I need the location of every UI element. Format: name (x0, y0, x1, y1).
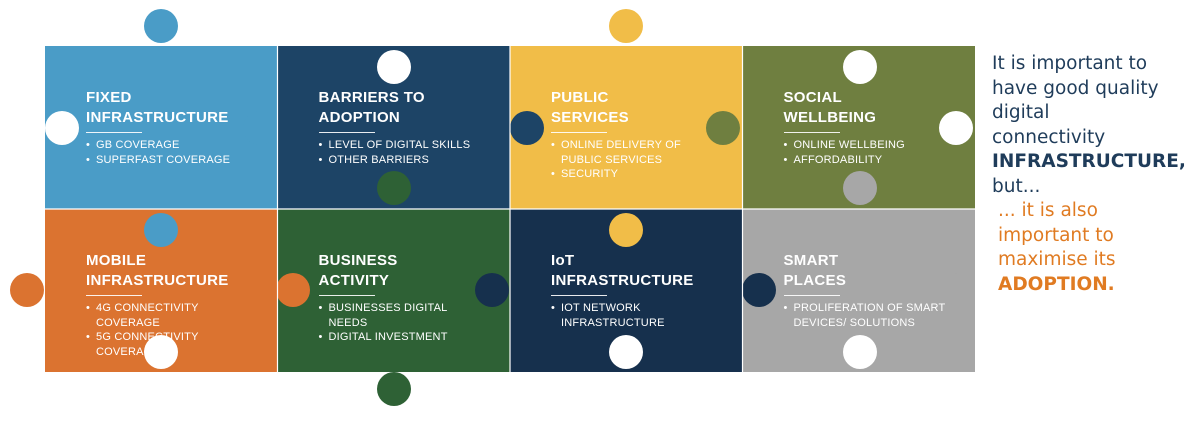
piece-title: SMART PLACES (784, 251, 954, 291)
piece-title-line: SMART (783, 252, 839, 269)
puzzle-connector (10, 273, 44, 307)
piece-title-line: BARRIERS TO (318, 89, 425, 106)
piece-text-iot-infrastructure: IoT INFRASTRUCTURE IOT NETWORK INFRASTRUCT… (551, 251, 721, 330)
list-item: PROLIFERATION OF SMART DEVICES/ SOLUTION… (784, 301, 954, 330)
piece-title-line: IoT (551, 252, 575, 269)
puzzle-connector (843, 171, 877, 205)
piece-divider (318, 295, 375, 296)
list-item: 4G CONNECTIVITY COVERAGE (86, 301, 256, 330)
list-item: IOT NETWORK INFRASTRUCTURE (551, 301, 721, 330)
piece-title-line: PLACES (783, 272, 847, 289)
piece-text-barriers-to-adoption: BARRIERS TO ADOPTION LEVEL OF DIGITAL SKIL… (318, 88, 489, 167)
message-line: have good quality (992, 77, 1159, 99)
piece-bullet-list: LEVEL OF DIGITAL SKILLSOTHER BARRIERS (319, 138, 489, 167)
puzzle-connector (144, 213, 178, 247)
message-line: maximise its (998, 249, 1116, 270)
piece-divider (86, 132, 142, 133)
piece-title-line: SERVICES (551, 109, 629, 126)
piece-title-line: INFRASTRUCTURE (86, 272, 229, 289)
puzzle-connector (377, 372, 411, 406)
puzzle-piece-public-services (510, 46, 743, 209)
message-text: It is important to have good quality dig… (992, 52, 1198, 297)
puzzle-connector (243, 111, 277, 145)
piece-text-smart-places: SMART PLACES PROLIFERATION OF SMART DEVICE… (783, 251, 954, 330)
list-item: SUPERFAST COVERAGE (86, 153, 256, 168)
message-line: ... it is also (998, 200, 1098, 221)
message-adoption-emphasis: ADOPTION. (998, 273, 1115, 295)
piece-title-line: WELLBEING (783, 109, 877, 126)
piece-text-public-services: PUBLIC SERVICES ONLINE DELIVERY OF PUBLIC … (551, 88, 721, 182)
piece-title: MOBILE INFRASTRUCTURE (86, 251, 256, 291)
piece-title-line: INFRASTRUCTURE (86, 109, 229, 126)
list-item: OTHER BARRIERS (319, 153, 489, 168)
list-item: 5G CONNECTIVITY COVERAGE (86, 330, 256, 359)
puzzle-connector (609, 335, 643, 369)
piece-bullet-list: IOT NETWORK INFRASTRUCTURE (551, 301, 721, 330)
puzzle-piece-business-activity (277, 209, 510, 372)
list-item: GB COVERAGE (86, 138, 256, 153)
puzzle-connector (609, 213, 643, 247)
piece-text-social-wellbeing: SOCIAL WELLBEING ONLINE WELLBEINGAFFORDABI… (783, 88, 954, 167)
piece-divider (551, 295, 607, 296)
piece-bullet-list: PROLIFERATION OF SMART DEVICES/ SOLUTION… (784, 301, 954, 330)
puzzle-connector (939, 273, 973, 307)
list-item: AFFORDABILITY (784, 153, 954, 168)
puzzle-connector (45, 111, 79, 145)
puzzle-piece-fixed-infrastructure (45, 46, 278, 209)
piece-bullet-list: ONLINE WELLBEINGAFFORDABILITY (784, 138, 954, 167)
list-item: LEVEL OF DIGITAL SKILLS (319, 138, 489, 153)
message-line: important to (998, 224, 1114, 246)
piece-divider (783, 295, 840, 296)
puzzle-connector (377, 171, 411, 205)
piece-title-line: ADOPTION (318, 109, 401, 126)
piece-bullet-list: BUSINESSES DIGITAL NEEDSDIGITAL INVESTME… (319, 301, 489, 345)
piece-title: FIXED INFRASTRUCTURE (86, 88, 256, 128)
message-line: digital (992, 102, 1050, 123)
puzzle-connector (939, 111, 973, 145)
piece-title-line: BUSINESS (318, 252, 398, 269)
piece-title-line: ACTIVITY (318, 272, 390, 289)
puzzle-connector (377, 50, 411, 84)
puzzle-connector (843, 335, 877, 369)
puzzle-connector (475, 273, 509, 307)
piece-divider (318, 132, 375, 133)
piece-title: IoT INFRASTRUCTURE (551, 251, 721, 291)
piece-title-line: FIXED (86, 89, 132, 106)
piece-title: PUBLIC SERVICES (551, 88, 721, 128)
piece-divider (551, 132, 607, 133)
puzzle-connector (843, 50, 877, 84)
list-item: ONLINE WELLBEING (784, 138, 954, 153)
message-line: connectivity (992, 126, 1106, 148)
piece-title-line: MOBILE (86, 252, 147, 269)
message-line: but... (992, 175, 1041, 197)
piece-title-line: INFRASTRUCTURE (551, 272, 694, 289)
piece-title-line: PUBLIC (551, 89, 609, 106)
piece-text-fixed-infrastructure: FIXED INFRASTRUCTURE GB COVERAGESUPERFAST … (86, 88, 256, 167)
puzzle-connector (276, 273, 310, 307)
piece-bullet-list: GB COVERAGESUPERFAST COVERAGE (86, 138, 256, 167)
message-line: It is important to (992, 53, 1148, 74)
piece-bullet-list: 4G CONNECTIVITY COVERAGE5G CONNECTIVITY … (86, 301, 256, 359)
piece-title: BARRIERS TO ADOPTION (319, 88, 489, 128)
puzzle-connector (706, 111, 740, 145)
piece-divider (783, 132, 840, 133)
puzzle-connector (510, 111, 544, 145)
piece-bullet-list: ONLINE DELIVERY OF PUBLIC SERVICESSECURI… (551, 138, 721, 182)
piece-title: BUSINESS ACTIVITY (319, 251, 489, 291)
puzzle-connector (144, 9, 178, 43)
message-infrastructure-emphasis: INFRASTRUCTURE, (992, 151, 1186, 172)
piece-title-line: SOCIAL (783, 89, 842, 106)
piece-text-mobile-infrastructure: MOBILE INFRASTRUCTURE 4G CONNECTIVITY COVE… (86, 251, 256, 359)
list-item: DIGITAL INVESTMENT (319, 330, 489, 345)
piece-text-business-activity: BUSINESS ACTIVITY BUSINESSES DIGITAL NEEDS… (318, 251, 489, 345)
list-item: ONLINE DELIVERY OF PUBLIC SERVICES (551, 138, 721, 167)
list-item: SECURITY (551, 167, 721, 182)
list-item: BUSINESSES DIGITAL NEEDS (319, 301, 489, 330)
piece-divider (86, 295, 142, 296)
puzzle-connector (742, 273, 776, 307)
piece-title: SOCIAL WELLBEING (784, 88, 954, 128)
puzzle-connector (609, 9, 643, 43)
